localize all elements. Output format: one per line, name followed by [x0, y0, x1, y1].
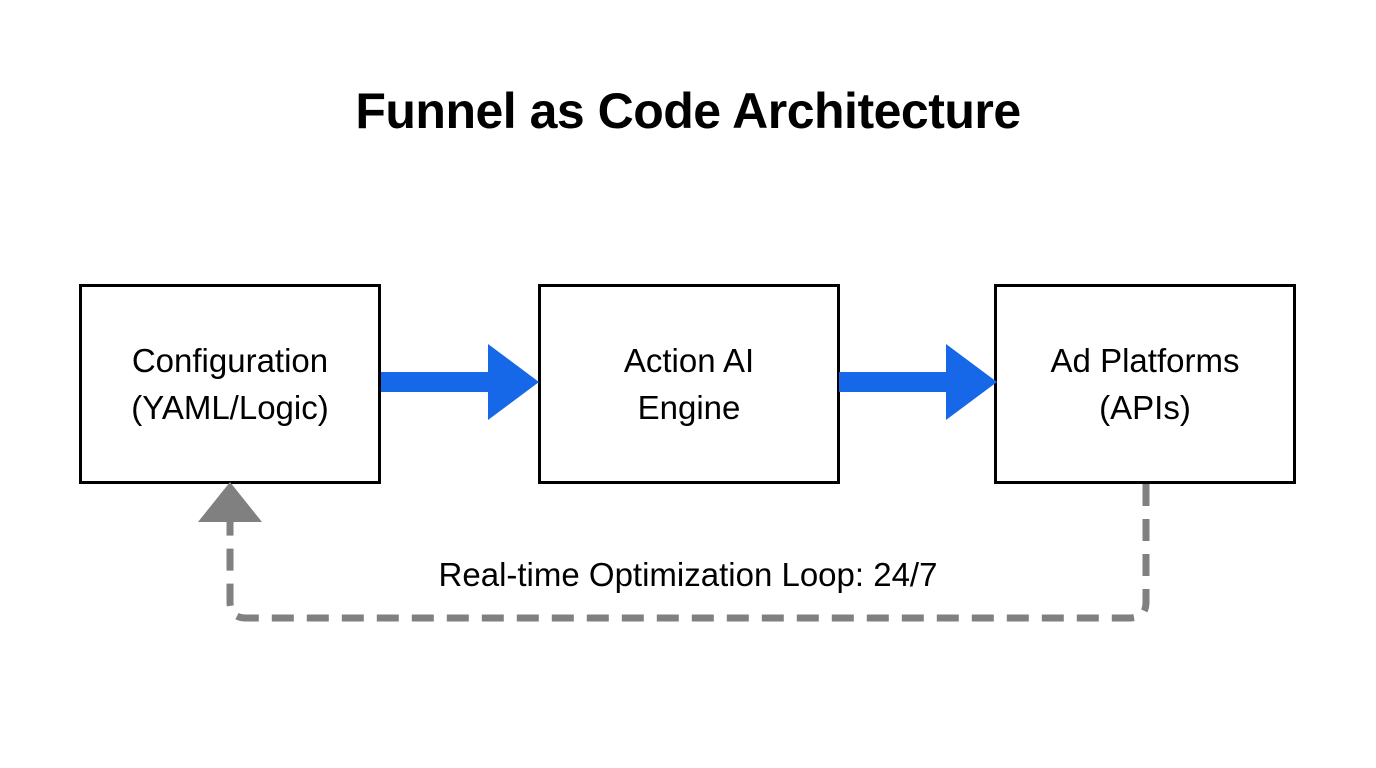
- node-configuration[interactable]: Configuration (YAML/Logic): [79, 284, 381, 484]
- node-action-ai-engine-line1: Action AI: [623, 342, 755, 379]
- arrow-config-to-engine-shape: [381, 344, 539, 420]
- arrow-engine-to-ad-platforms-shape: [839, 344, 997, 420]
- feedback-loop-arrowhead-icon: [198, 482, 262, 522]
- node-ad-platforms-line1: Ad Platforms: [1050, 342, 1240, 379]
- node-ad-platforms-line2: (APIs): [1099, 389, 1191, 426]
- node-configuration-line1: Configuration: [131, 342, 329, 379]
- node-configuration-line2: (YAML/Logic): [131, 389, 329, 426]
- arrow-engine-to-ad-platforms: [839, 344, 997, 420]
- arrow-config-to-engine: [381, 344, 539, 420]
- node-action-ai-engine[interactable]: Action AI Engine: [538, 284, 840, 484]
- feedback-loop-label: Real-time Optimization Loop: 24/7: [438, 556, 938, 593]
- page-title: Funnel as Code Architecture: [355, 83, 1021, 139]
- node-action-ai-engine-line2: Engine: [637, 389, 741, 426]
- node-ad-platforms[interactable]: Ad Platforms (APIs): [994, 284, 1296, 484]
